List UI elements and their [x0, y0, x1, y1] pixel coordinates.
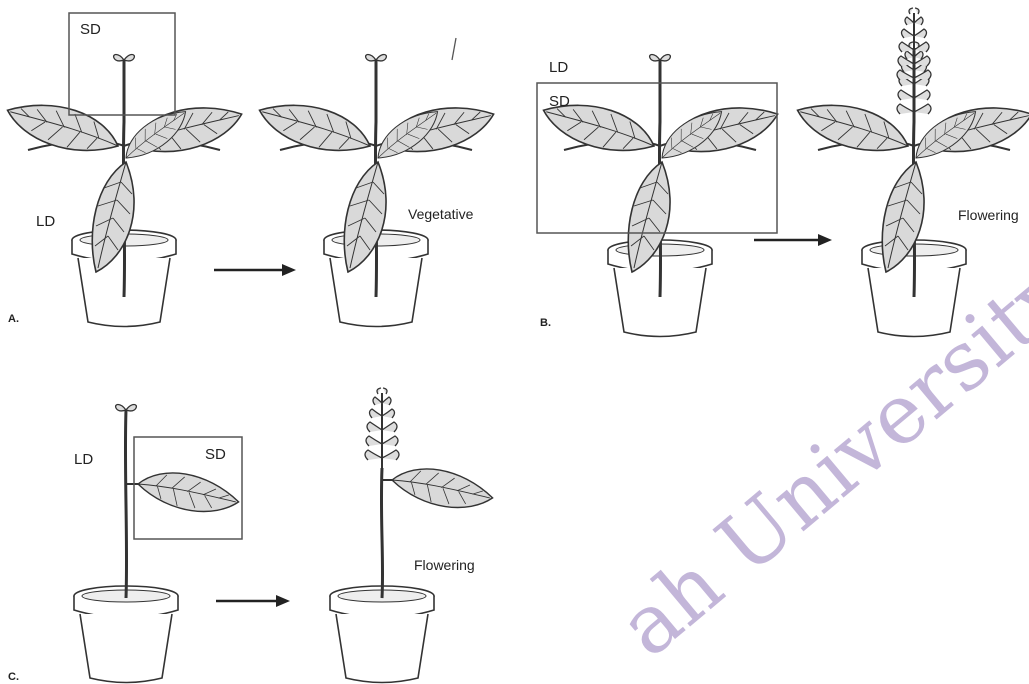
panel-letter-a: A. — [8, 313, 19, 325]
label-ld-c: LD — [74, 451, 93, 468]
panel-letter-c: C. — [8, 671, 19, 683]
panel-a: SD LD Vegetative A. — [3, 13, 498, 327]
plant-a-before — [3, 98, 246, 297]
label-ld-b: LD — [549, 59, 568, 76]
spike-c — [365, 388, 399, 468]
arrow-b — [754, 234, 832, 246]
plant-a-after — [255, 98, 498, 297]
label-ld-a: LD — [36, 213, 55, 230]
label-sd-c: SD — [205, 446, 226, 463]
leaf-c-after — [389, 456, 496, 521]
label-sd-a: SD — [80, 21, 101, 38]
plant-b-before — [539, 98, 782, 297]
panel-c: LD SD Flowering C. — [8, 388, 496, 683]
label-vegetative: Vegetative — [408, 206, 474, 222]
arrow-a — [214, 264, 296, 276]
label-sd-b: SD — [549, 93, 570, 110]
label-flowering-b: Flowering — [958, 207, 1019, 223]
panel-letter-b: B. — [540, 317, 551, 329]
arrow-c — [216, 595, 290, 607]
panel-b: LD SD Flowering B. — [537, 8, 1029, 337]
leaf-c-before — [135, 460, 242, 525]
label-flowering-c: Flowering — [414, 557, 475, 573]
